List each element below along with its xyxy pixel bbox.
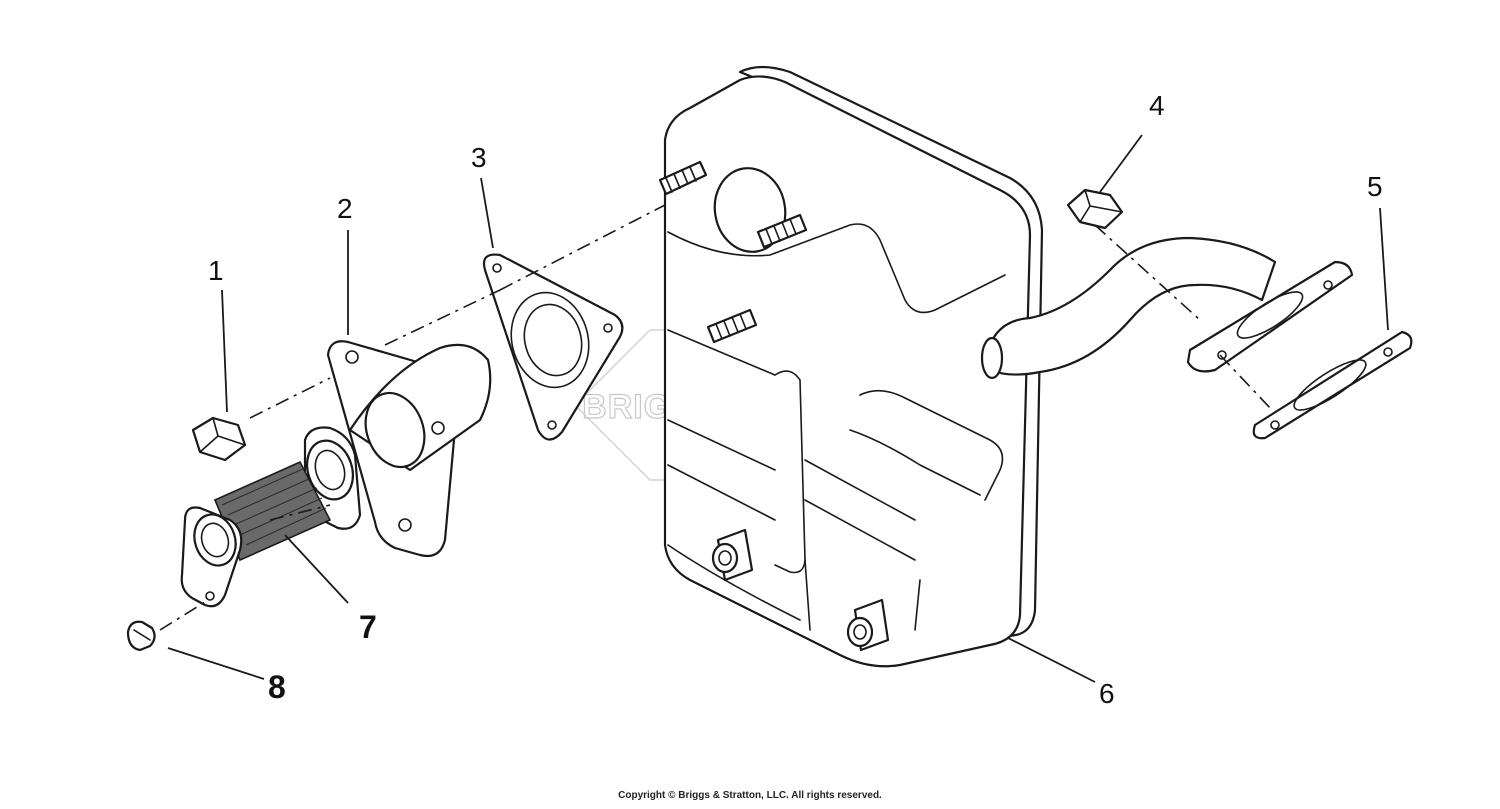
outlet-flange	[1186, 260, 1354, 373]
callout-5: 5	[1367, 171, 1383, 202]
callout-6: 6	[1099, 678, 1115, 709]
callouts: 1 2 3 4 5 6 7 8	[208, 90, 1383, 709]
callout-4: 4	[1149, 90, 1165, 121]
drain-fitting-right	[846, 598, 890, 652]
spark-arrestor-part-7[interactable]	[180, 426, 362, 608]
nut-part-1[interactable]	[191, 416, 247, 462]
leader-lines	[167, 134, 1389, 683]
assembly-centerlines	[159, 204, 1273, 631]
stud-upper	[658, 160, 708, 196]
exhaust-adapter-part-2[interactable]	[326, 340, 492, 558]
callout-7: 7	[359, 609, 377, 645]
stud-lower	[706, 308, 758, 344]
callout-8: 8	[268, 669, 286, 705]
drain-fitting-left	[711, 528, 754, 582]
screw-part-8[interactable]	[126, 620, 156, 652]
callout-2: 2	[337, 193, 353, 224]
callout-3: 3	[471, 142, 487, 173]
gasket-part-3[interactable]	[482, 253, 624, 441]
callout-1: 1	[208, 255, 224, 286]
stud-middle	[756, 213, 808, 249]
gasket-part-5[interactable]	[1252, 330, 1413, 440]
muffler-part-6[interactable]	[658, 65, 1277, 668]
nut-part-4[interactable]	[1066, 188, 1124, 230]
copyright-notice: Copyright © Briggs & Stratton, LLC. All …	[618, 790, 882, 801]
